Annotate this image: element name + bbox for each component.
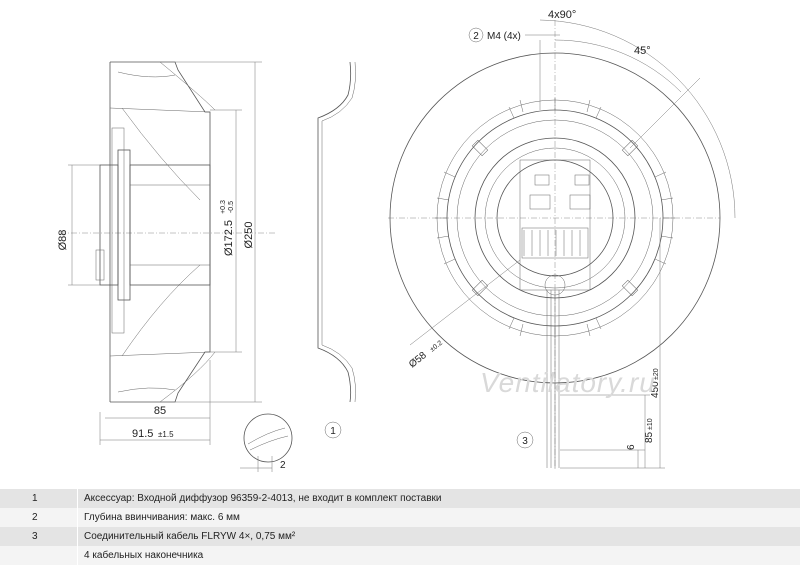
note-row: 3 Соединительный кабель FLRYW 4×, 0,75 м… — [0, 527, 800, 546]
note-number — [0, 546, 78, 565]
dim-d172-tol-bottom: -0.5 — [228, 201, 235, 213]
note-number: 3 — [0, 527, 78, 546]
dim-len91: 91.5 — [132, 428, 153, 440]
inlet-ring-profile — [317, 61, 356, 403]
dim-d172-tol-top: +0.3 — [220, 200, 227, 214]
dim-cable-6: 6 — [626, 444, 637, 450]
dim-cable-85-tol: ±10 — [647, 418, 654, 430]
dim-cable-450-tol: ±20 — [653, 368, 660, 380]
note-row: 4 кабельных наконечника — [0, 546, 800, 565]
ref-3: 3 — [522, 436, 528, 447]
dim-cable-85: 85 — [644, 431, 655, 443]
dim-len85: 85 — [154, 405, 166, 417]
blade-ticks — [435, 98, 675, 338]
detail-dim-2: 2 — [280, 460, 286, 471]
note-number: 2 — [0, 508, 78, 527]
front-view — [388, 19, 736, 470]
note-number: 1 — [0, 489, 78, 508]
technical-drawing: Ø88 Ø172.5 +0.3 -0.5 Ø250 85 91.5 ±1.5 2… — [57, 9, 736, 472]
dim-bolt-angle: 4x90° — [548, 9, 576, 21]
note-text: Соединительный кабель FLRYW 4×, 0,75 мм² — [84, 531, 296, 542]
dim-d172: Ø172.5 — [223, 220, 235, 256]
ref-2: 2 — [473, 31, 479, 42]
dim-len91-tol: ±1.5 — [158, 430, 174, 439]
note-text: 4 кабельных наконечника — [84, 550, 204, 561]
dim-thread: M4 (4x) — [487, 31, 521, 42]
dim-d58: Ø58 — [407, 350, 429, 371]
ref-1-bubble — [324, 421, 342, 439]
dim-cable-450: 450 — [650, 381, 661, 398]
detail-circle — [240, 413, 293, 472]
dim-d58-tol: ±0.2 — [429, 340, 444, 354]
dim-d88: Ø88 — [57, 230, 69, 251]
note-row: 1 Аксессуар: Входной диффузор 96359-2-40… — [0, 489, 800, 508]
note-row: 2 Глубина ввинчивания: макс. 6 мм — [0, 508, 800, 527]
note-text: Аксессуар: Входной диффузор 96359-2-4013… — [84, 493, 442, 504]
notes-table: 1 Аксессуар: Входной диффузор 96359-2-40… — [0, 489, 800, 565]
note-text: Глубина ввинчивания: макс. 6 мм — [84, 512, 240, 523]
ref-1: 1 — [330, 426, 336, 437]
ref-3-bubble — [516, 431, 534, 449]
watermark: Ventilatory.ru — [480, 367, 656, 398]
ref-2-bubble — [468, 27, 484, 43]
dim-d250: Ø250 — [243, 222, 255, 249]
dim-angle: 45° — [634, 45, 651, 57]
side-view — [60, 61, 275, 445]
